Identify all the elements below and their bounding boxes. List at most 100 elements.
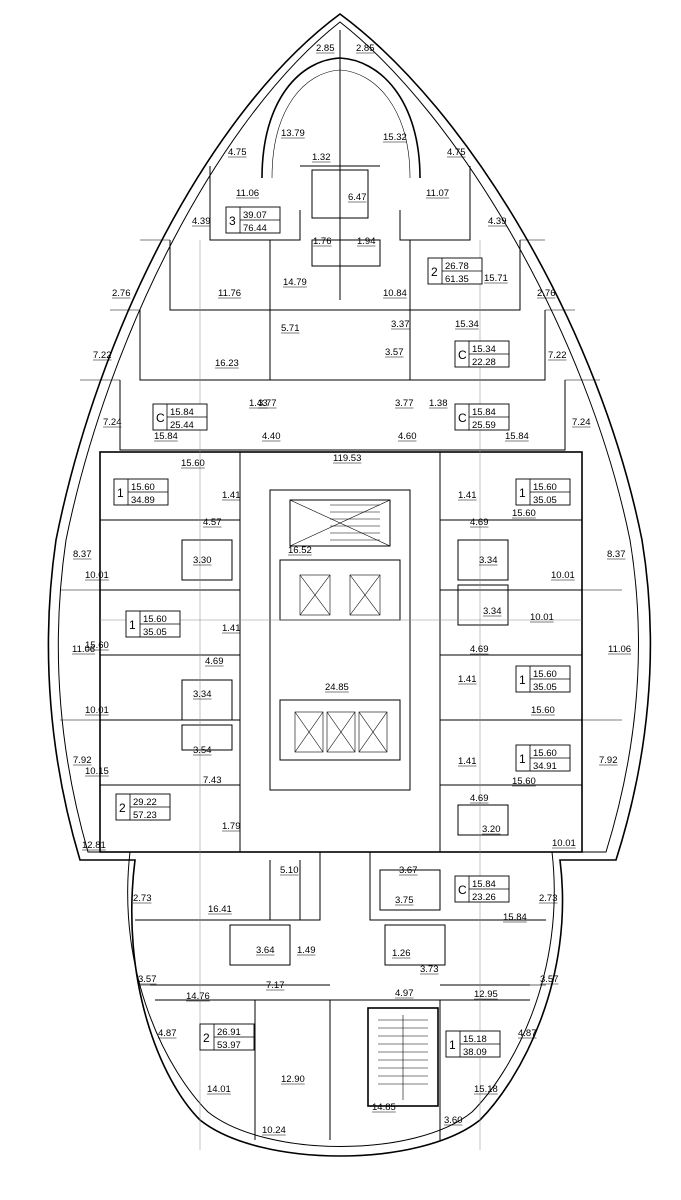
room-area-label: 119.53: [333, 453, 361, 464]
inner-facade: [57, 21, 639, 1147]
room-area-label: 4.69: [205, 656, 224, 667]
room-area-label: 5.10: [280, 865, 299, 876]
room-area-label: 1.26: [392, 948, 411, 959]
apartment-total-area: 61.35: [445, 274, 469, 285]
apartment-rooms: 1: [117, 486, 124, 500]
apartment-total-area: 34.89: [131, 495, 155, 506]
room-area-label: 12.90: [281, 1074, 305, 1085]
room-area-label: 15.60: [512, 508, 536, 519]
room-area-label: 10.01: [85, 705, 109, 716]
room-area-label: 4.39: [488, 216, 507, 227]
room-area-label: 13.79: [281, 128, 305, 139]
room-area-label: 11.76: [218, 288, 241, 299]
right-walls: [439, 452, 582, 852]
room-area-label: 6.47: [348, 192, 367, 203]
room-area-label: 10.01: [530, 612, 554, 623]
apartment-living-area: 15.60: [131, 482, 155, 493]
room-area-label: 7.92: [73, 755, 92, 766]
room-area-label: 12.95: [474, 989, 498, 1000]
apartment-rooms: 1: [129, 618, 136, 632]
room-area-label: 8.37: [607, 549, 626, 560]
room-area-label: 11.06: [72, 644, 95, 655]
room-area-label: 1.41: [458, 756, 477, 767]
room-area-label: 3.67: [399, 865, 418, 876]
apartment-rooms: 3: [229, 214, 236, 228]
room-area-label: 4.87: [158, 1028, 177, 1039]
room-area-label: 7.24: [103, 417, 122, 428]
room-area-label: 5.71: [281, 323, 300, 334]
room-area-label: 1.76: [313, 236, 332, 247]
apartment-total-area: 25.44: [170, 420, 194, 431]
room-area-label: 24.85: [325, 682, 349, 693]
apartment-rooms: 1: [519, 752, 526, 766]
apartment-living-area: 15.60: [533, 669, 557, 680]
room-area-label: 4.97: [395, 988, 414, 999]
apartment-rooms: С: [156, 411, 165, 425]
apartment-living-area: 29.22: [133, 797, 157, 808]
apartment-rooms: С: [458, 348, 467, 362]
room-area-label: 10.24: [262, 1125, 286, 1136]
room-area-label: 7.92: [599, 755, 618, 766]
apartment-living-area: 15.84: [472, 407, 496, 418]
room-area-label: 4.69: [470, 644, 489, 655]
apartment-label: 1 15.60 35.05: [125, 610, 181, 638]
apartment-rooms: 1: [449, 1038, 456, 1052]
room-area-label: 4.87: [518, 1028, 537, 1039]
room-area-label: 15.60: [181, 458, 205, 469]
apartment-living-area: 26.91: [217, 1027, 241, 1038]
apartment-total-area: 38.09: [463, 1047, 487, 1058]
room-area-label: 3.34: [193, 689, 212, 700]
room-area-label: 1.41: [458, 674, 477, 685]
room-area-label: 15.84: [154, 431, 178, 442]
room-area-label: 3.37: [391, 319, 410, 330]
room-area-label: 15.84: [503, 912, 527, 923]
outer-facade: [47, 13, 652, 1157]
room-area-label: 1.43: [249, 398, 268, 409]
lower-walls: [135, 852, 546, 1140]
room-area-label: 16.23: [215, 358, 239, 369]
room-area-label: 2.73: [133, 893, 152, 904]
apartment-living-area: 15.60: [143, 614, 167, 625]
room-area-label: 14.85: [372, 1102, 396, 1113]
room-area-label: 3.77: [258, 398, 277, 409]
apartment-total-area: 53.97: [217, 1040, 241, 1051]
apartment-total-area: 22.28: [472, 357, 496, 368]
room-area-label: 3.54: [193, 745, 212, 756]
stair-bottom: [367, 1007, 439, 1107]
apartment-total-area: 25.59: [472, 420, 496, 431]
room-area-label: 4.69: [470, 793, 489, 804]
room-area-label: 11.06: [608, 644, 631, 655]
room-area-label: 14.76: [186, 991, 210, 1002]
room-area-label: 7.22: [548, 350, 567, 361]
room-area-label: 1.79: [222, 821, 241, 832]
room-area-label: 1.49: [297, 945, 316, 956]
room-area-label: 10.84: [383, 288, 407, 299]
room-area-label: 7.43: [203, 775, 222, 786]
left-walls: [100, 452, 241, 852]
room-area-label: 3.57: [385, 347, 404, 358]
room-area-label: 3.57: [138, 974, 157, 985]
apartment-living-area: 26.78: [445, 261, 469, 272]
room-area-label: 1.32: [312, 152, 331, 163]
dome: [261, 57, 421, 179]
room-area-label: 3.20: [482, 824, 501, 835]
central-block: [99, 451, 583, 853]
room-area-label: 2.73: [539, 893, 558, 904]
room-area-label: 7.17: [266, 980, 285, 991]
room-area-label: 15.18: [474, 1084, 498, 1095]
room-area-label: 1.41: [458, 490, 477, 501]
apartment-total-area: 35.05: [143, 627, 167, 638]
room-area-label: 7.24: [572, 417, 591, 428]
apartment-living-area: 15.60: [533, 482, 557, 493]
room-area-label: 15.60: [512, 776, 536, 787]
